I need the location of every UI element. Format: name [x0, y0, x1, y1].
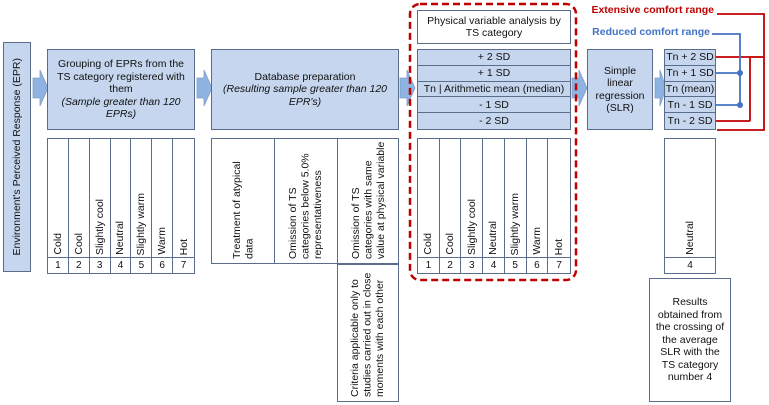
category-label: Cold [422, 233, 435, 255]
category-label: Slightly cool [93, 198, 106, 255]
category-label: Slightly warm [509, 192, 522, 255]
tn-row: Tn (mean) [665, 82, 715, 98]
category-label: Warm [156, 227, 169, 255]
category-number: 1 [48, 258, 69, 273]
step1-subtitle: (Sample greater than 120 EPRs) [61, 95, 181, 121]
category-column: Slightly warm [131, 139, 153, 258]
category-number: 3 [90, 258, 111, 273]
category-column: Hot [173, 139, 194, 258]
category-column: Neutral [111, 139, 132, 258]
category-number: 5 [505, 258, 527, 273]
category-label: Cold [51, 233, 64, 255]
step5-category-label-cell: Neutral [665, 139, 715, 258]
step5-category-table: Neutral 4 [664, 138, 716, 274]
category-label: Cool [444, 233, 457, 255]
step3-category-table: Cold Cool Slightly cool Neutral Slightly war… [417, 138, 571, 274]
step5-category-num-row: 4 [665, 257, 715, 273]
sd-row: + 2 SD [418, 50, 570, 66]
sd-row: + 1 SD [418, 66, 570, 82]
step5-note-box: Results obtained from the crossing of th… [649, 278, 731, 402]
step2-title: Database preparation [254, 70, 356, 83]
arrow-step2-to-step3 [399, 69, 416, 107]
category-number: 2 [440, 258, 462, 273]
sd-row: - 1 SD [418, 97, 570, 114]
category-column: Slightly warm [505, 139, 527, 258]
step5-category-label: Neutral [683, 221, 696, 255]
category-label: Cool [72, 233, 85, 255]
reduced-range-bracket [712, 33, 741, 106]
category-number: 6 [152, 258, 174, 273]
sd-row: Tn | Arithmetic mean (median) [418, 82, 570, 98]
dashed-highlight-frame [408, 2, 578, 282]
category-label: Neutral [487, 221, 500, 255]
category-number: 4 [483, 258, 505, 273]
criteria-note: Criteria applicable only to studies carr… [349, 272, 387, 397]
category-column: Cold [418, 139, 440, 258]
step1-box: Grouping of EPRs from the TS category re… [47, 49, 195, 130]
category-label: Warm [530, 227, 543, 255]
category-number: 5 [131, 258, 153, 273]
arrow-step3-to-step4 [571, 69, 588, 107]
arrow-step4-to-step5 [654, 69, 667, 107]
category-column: Warm [527, 139, 549, 258]
step5-category-num: 4 [687, 260, 693, 271]
category-label: Neutral [114, 221, 127, 255]
tn-row: Tn + 1 SD [665, 66, 715, 82]
category-label: Hot [553, 238, 566, 255]
category-label: Hot [177, 238, 190, 255]
category-column: Cool [440, 139, 462, 258]
arrow-epr-to-step1 [32, 69, 49, 107]
tn-row: Tn - 2 SD [667, 115, 713, 128]
category-number: 2 [69, 258, 90, 273]
sd-row: - 2 SD [479, 115, 509, 128]
extensive-range-bracket [715, 13, 765, 131]
step2-box: Database preparation (Resulting sample g… [211, 49, 399, 130]
category-number: 7 [180, 260, 187, 271]
epr-box: Environment's Perceived Response (EPR) [3, 42, 31, 272]
category-number: 3 [461, 258, 484, 273]
legend-reduced-label: Reduced comfort range [592, 26, 710, 38]
criteria-note-box: Criteria applicable only to studies carr… [337, 264, 399, 402]
step2-subtitle: (Resulting sample greater than 120 EPR's… [222, 83, 387, 108]
category-column: Slightly cool [90, 139, 111, 258]
arrow-step1-to-step2 [196, 69, 213, 107]
category-column: Slightly cool [461, 139, 484, 258]
category-number: 6 [527, 258, 549, 273]
category-label: Slightly warm [135, 192, 148, 255]
category-number: 7 [556, 260, 562, 271]
step4-title: Simple linear regression (SLR) [595, 64, 645, 115]
category-column: Hot [548, 139, 570, 258]
reduced-range-dot-bottom [737, 102, 743, 108]
category-column: Cold [48, 139, 69, 258]
category-column: Cool [69, 139, 90, 258]
step3-title: Physical variable analysis by TS categor… [427, 14, 561, 40]
step5-note: Results obtained from the crossing of th… [655, 296, 725, 384]
step3-title-box: Physical variable analysis by TS categor… [417, 10, 571, 44]
tn-row: Tn + 2 SD [665, 50, 715, 66]
category-column: Neutral [483, 139, 505, 258]
step2-criteria-table: Treatment of atypical data Omission of T… [211, 138, 399, 264]
reduced-range-dot-top [737, 70, 743, 76]
step1-title: Grouping of EPRs from the TS category re… [57, 58, 185, 96]
criterion-2: Omission of TS categories below 5.0% rep… [275, 139, 338, 263]
epr-label: Environment's Perceived Response (EPR) [10, 58, 23, 256]
step4-box: Simple linear regression (SLR) [587, 49, 653, 130]
criterion-3: Omission of TS categories with same valu… [350, 141, 388, 259]
category-column: Warm [152, 139, 174, 258]
category-label: Slightly cool [465, 198, 478, 255]
category-number: 4 [111, 258, 132, 273]
tn-row: Tn - 1 SD [665, 97, 715, 114]
step1-category-table: Cold Cool Slightly cool Neutral Slightly war… [47, 138, 195, 274]
criterion-1: Treatment of atypical data [212, 139, 275, 263]
legend-extensive-label: Extensive comfort range [591, 4, 714, 16]
category-number: 1 [418, 258, 440, 273]
